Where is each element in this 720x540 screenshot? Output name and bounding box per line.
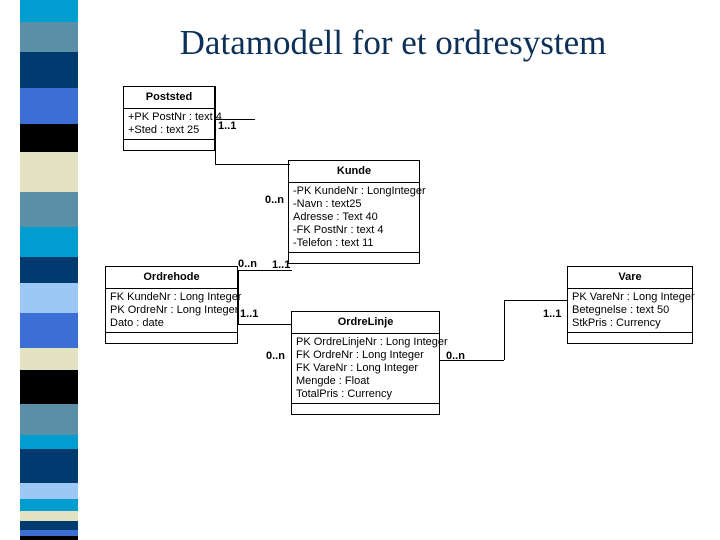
color-band-20 (20, 530, 78, 536)
entity-name-ordrehode: Ordrehode (106, 267, 237, 289)
color-band-4 (20, 124, 78, 152)
connector-vare-horizontal (504, 300, 567, 301)
entity-operations-kunde (289, 253, 419, 263)
color-band-11 (20, 348, 78, 370)
attribute-row: Betegnelse : text 50 (572, 304, 670, 316)
attribute-row: PK OrdreNr : Long Integer (110, 304, 239, 316)
connector-ordrehode-vertical (238, 270, 239, 324)
attribute-row: FK VareNr : Long Integer (296, 362, 419, 374)
entity-attributes-kunde: -PK KundeNr : LongInteger-Navn : text25 … (289, 183, 426, 253)
entity-name-poststed: Poststed (124, 87, 214, 109)
attribute-row: Dato : date (110, 317, 164, 329)
attribute-row: PK VareNr : Long Integer (572, 291, 695, 303)
entity-operations-poststed (124, 140, 214, 150)
attribute-row: +Sted : text 25 (128, 124, 200, 136)
color-band-15 (20, 449, 78, 483)
color-band-2 (20, 52, 78, 88)
attribute-row: Mengde : Float (296, 375, 370, 387)
color-band-8 (20, 257, 78, 283)
color-band-3 (20, 88, 78, 124)
color-band-5 (20, 152, 78, 192)
cardinality-kunde-left: 0..n (265, 194, 284, 206)
color-band-16 (20, 483, 78, 499)
connector-ordrehode-branch (238, 324, 292, 325)
color-band-10 (20, 313, 78, 348)
connector-poststed-horizontal (215, 119, 255, 120)
color-band-6 (20, 192, 78, 227)
color-band-12 (20, 370, 78, 404)
page-title: Datamodell for et ordresystem (179, 23, 607, 62)
color-band-13 (20, 404, 78, 435)
cardinality-ordrelinje-left: 0..n (266, 350, 285, 362)
entity-name-ordrelinje: OrdreLinje (292, 312, 439, 334)
connector-poststed-to-kunde (215, 164, 290, 165)
color-band-0 (20, 0, 78, 22)
entity-operations-ordrelinje (292, 404, 439, 414)
cardinality-vare-left: 1..1 (543, 308, 562, 320)
color-band-18 (20, 511, 78, 521)
attribute-row: Adresse : Text 40 (293, 211, 378, 223)
attribute-row: PK OrdreLinjeNr : Long Integer (296, 336, 448, 348)
cardinality-ordrehode-right: 1..1 (240, 308, 259, 320)
attribute-row: -FK PostNr : text 4 (293, 224, 384, 236)
color-band-17 (20, 499, 78, 511)
color-band-1 (20, 22, 78, 52)
attribute-row: TotalPris : Currency (296, 388, 392, 400)
attribute-row: -Telefon : text 11 (293, 237, 374, 249)
entity-operations-vare (568, 333, 692, 343)
attribute-row: -PK KundeNr : LongInteger (293, 185, 426, 197)
attribute-row: StkPris : Currency (572, 317, 661, 329)
decorative-color-strip (20, 0, 78, 540)
connector-ordrelinje-to-vare (440, 360, 504, 361)
attribute-row: +PK PostNr : text 4 (128, 111, 222, 123)
entity-name-kunde: Kunde (289, 161, 419, 183)
entity-name-vare: Vare (568, 267, 692, 289)
cardinality-kunde-bottom: 0..n (238, 258, 257, 270)
connector-kunde-to-ordrehode (238, 270, 292, 271)
connector-poststed-vertical (215, 86, 216, 164)
cardinality-poststed-side: 1..1 (218, 120, 237, 132)
color-band-19 (20, 521, 78, 530)
color-band-14 (20, 435, 78, 449)
entity-operations-ordrehode (106, 333, 237, 343)
color-band-9 (20, 283, 78, 313)
color-band-7 (20, 227, 78, 257)
cardinality-ordrehode-top: 1..1 (272, 259, 291, 271)
attribute-row: -Navn : text25 (293, 198, 362, 210)
entity-attributes-poststed: +PK PostNr : text 4+Sted : text 25 (124, 109, 222, 140)
color-band-21 (20, 536, 78, 540)
attribute-row: FK KundeNr : Long Integer (110, 291, 242, 303)
attribute-row: FK OrdreNr : Long Integer (296, 349, 424, 361)
entity-kunde[interactable]: Kunde-PK KundeNr : LongInteger-Navn : te… (288, 160, 426, 264)
cardinality-ordrelinje-right: 0..n (446, 350, 465, 362)
connector-vare-vertical (504, 300, 505, 360)
entity-poststed[interactable]: Poststed+PK PostNr : text 4+Sted : text … (123, 86, 222, 151)
